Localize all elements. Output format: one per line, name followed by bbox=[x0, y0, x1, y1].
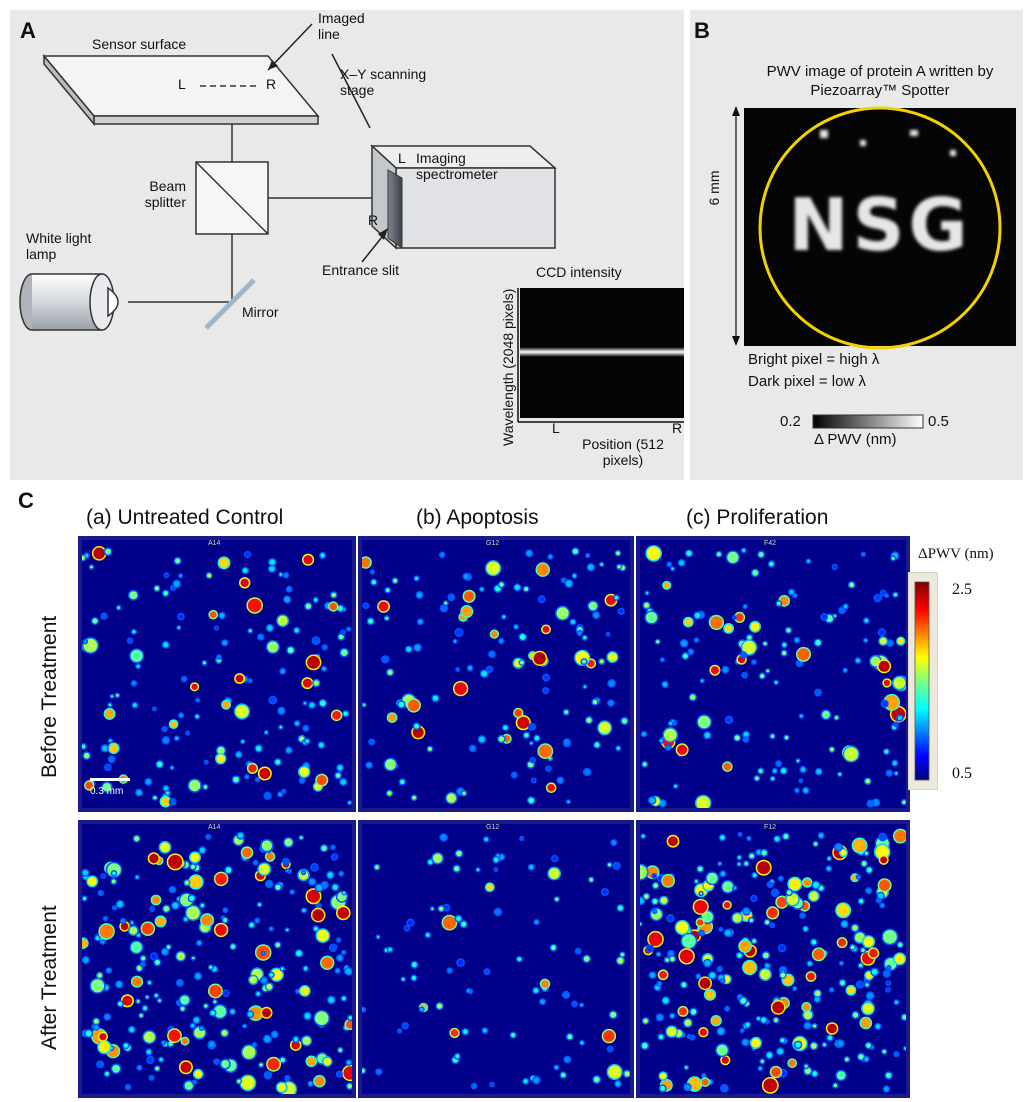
sensor-surface-label: Sensor surface bbox=[92, 36, 187, 52]
dark-pixel-note: Dark pixel = low λ bbox=[748, 373, 866, 390]
panel-label-b: B bbox=[694, 18, 710, 43]
grayscale-colorbar bbox=[812, 414, 924, 429]
heatmap-apoptosis-after: G12 bbox=[358, 820, 634, 1098]
scale-bar-label: 0.3 mm bbox=[90, 786, 124, 797]
heatmap-proliferation-after: F12 bbox=[636, 820, 910, 1098]
heatmap-proliferation-before: F42 bbox=[636, 536, 910, 812]
heatmap-apoptosis-before: G12 bbox=[358, 536, 634, 812]
well-id: F42 bbox=[764, 540, 777, 547]
cbar-c-max: 2.5 bbox=[952, 581, 972, 598]
ccd-intensity-label: CCD intensity bbox=[536, 264, 622, 280]
scale-length-label: 6 mm bbox=[706, 170, 722, 206]
column-header-proliferation: (c) Proliferation bbox=[686, 506, 829, 529]
cbar-c-min: 0.5 bbox=[952, 765, 972, 782]
bright-pixel-note: Bright pixel = high λ bbox=[748, 351, 880, 368]
cbar-b-min: 0.2 bbox=[780, 413, 801, 430]
ccd-right-label: R bbox=[672, 420, 683, 436]
optical-setup-diagram bbox=[19, 23, 684, 423]
panel-label-a: A bbox=[20, 18, 36, 43]
position-axis-label: Position (512 pixels) bbox=[582, 436, 664, 468]
pwv-protein-image: NSG bbox=[732, 106, 1016, 350]
entrance-slit bbox=[387, 169, 403, 249]
jet-colorbar bbox=[908, 572, 938, 790]
row-label-after: After Treatment bbox=[38, 905, 61, 1050]
nsg-text: NSG bbox=[788, 183, 971, 267]
well-id: F12 bbox=[764, 824, 777, 831]
imaging-spectrometer-label: Imaging spectrometer bbox=[416, 150, 498, 182]
scanning-stage-label: X–Y scanning stage bbox=[340, 66, 427, 98]
protein-image-title: PWV image of protein A written by Piezoa… bbox=[766, 63, 994, 99]
nsg-pattern bbox=[820, 130, 956, 156]
wavelength-axis-label: Wavelength (2048 pixels) bbox=[500, 288, 516, 446]
white-light-lamp-label: White light lamp bbox=[26, 230, 92, 262]
panel-label-c: C bbox=[18, 488, 34, 513]
mirror-label: Mirror bbox=[242, 304, 279, 320]
well-id: G12 bbox=[486, 824, 500, 831]
scale-bar bbox=[90, 778, 130, 781]
well-id: A14 bbox=[208, 540, 221, 547]
well-id: G12 bbox=[486, 540, 500, 547]
row-label-before: Before Treatment bbox=[38, 615, 61, 778]
cbar-b-label: Δ PWV (nm) bbox=[814, 431, 897, 448]
heatmap-control-after: A14 bbox=[78, 820, 356, 1098]
line-left-label: L bbox=[178, 76, 186, 92]
cbar-c-label: ΔPWV (nm) bbox=[918, 546, 994, 562]
beam-splitter-label: Beam splitter bbox=[144, 178, 186, 210]
cbar-b-max: 0.5 bbox=[928, 413, 949, 430]
imaged-line-label: Imaged line bbox=[318, 10, 365, 42]
well-id: A14 bbox=[208, 824, 221, 831]
column-header-control: (a) Untreated Control bbox=[86, 506, 284, 529]
mirror bbox=[204, 278, 256, 330]
line-right-label: R bbox=[266, 76, 277, 92]
spectrometer-right-label: R bbox=[368, 212, 379, 228]
column-header-apoptosis: (b) Apoptosis bbox=[416, 506, 539, 529]
entrance-slit-label: Entrance slit bbox=[322, 262, 400, 278]
sample-ring bbox=[758, 106, 1002, 350]
spectrometer-left-label: L bbox=[398, 150, 406, 166]
ccd-left-label: L bbox=[552, 420, 560, 436]
heatmap-control-before: A14 0.3 mm bbox=[78, 536, 356, 812]
